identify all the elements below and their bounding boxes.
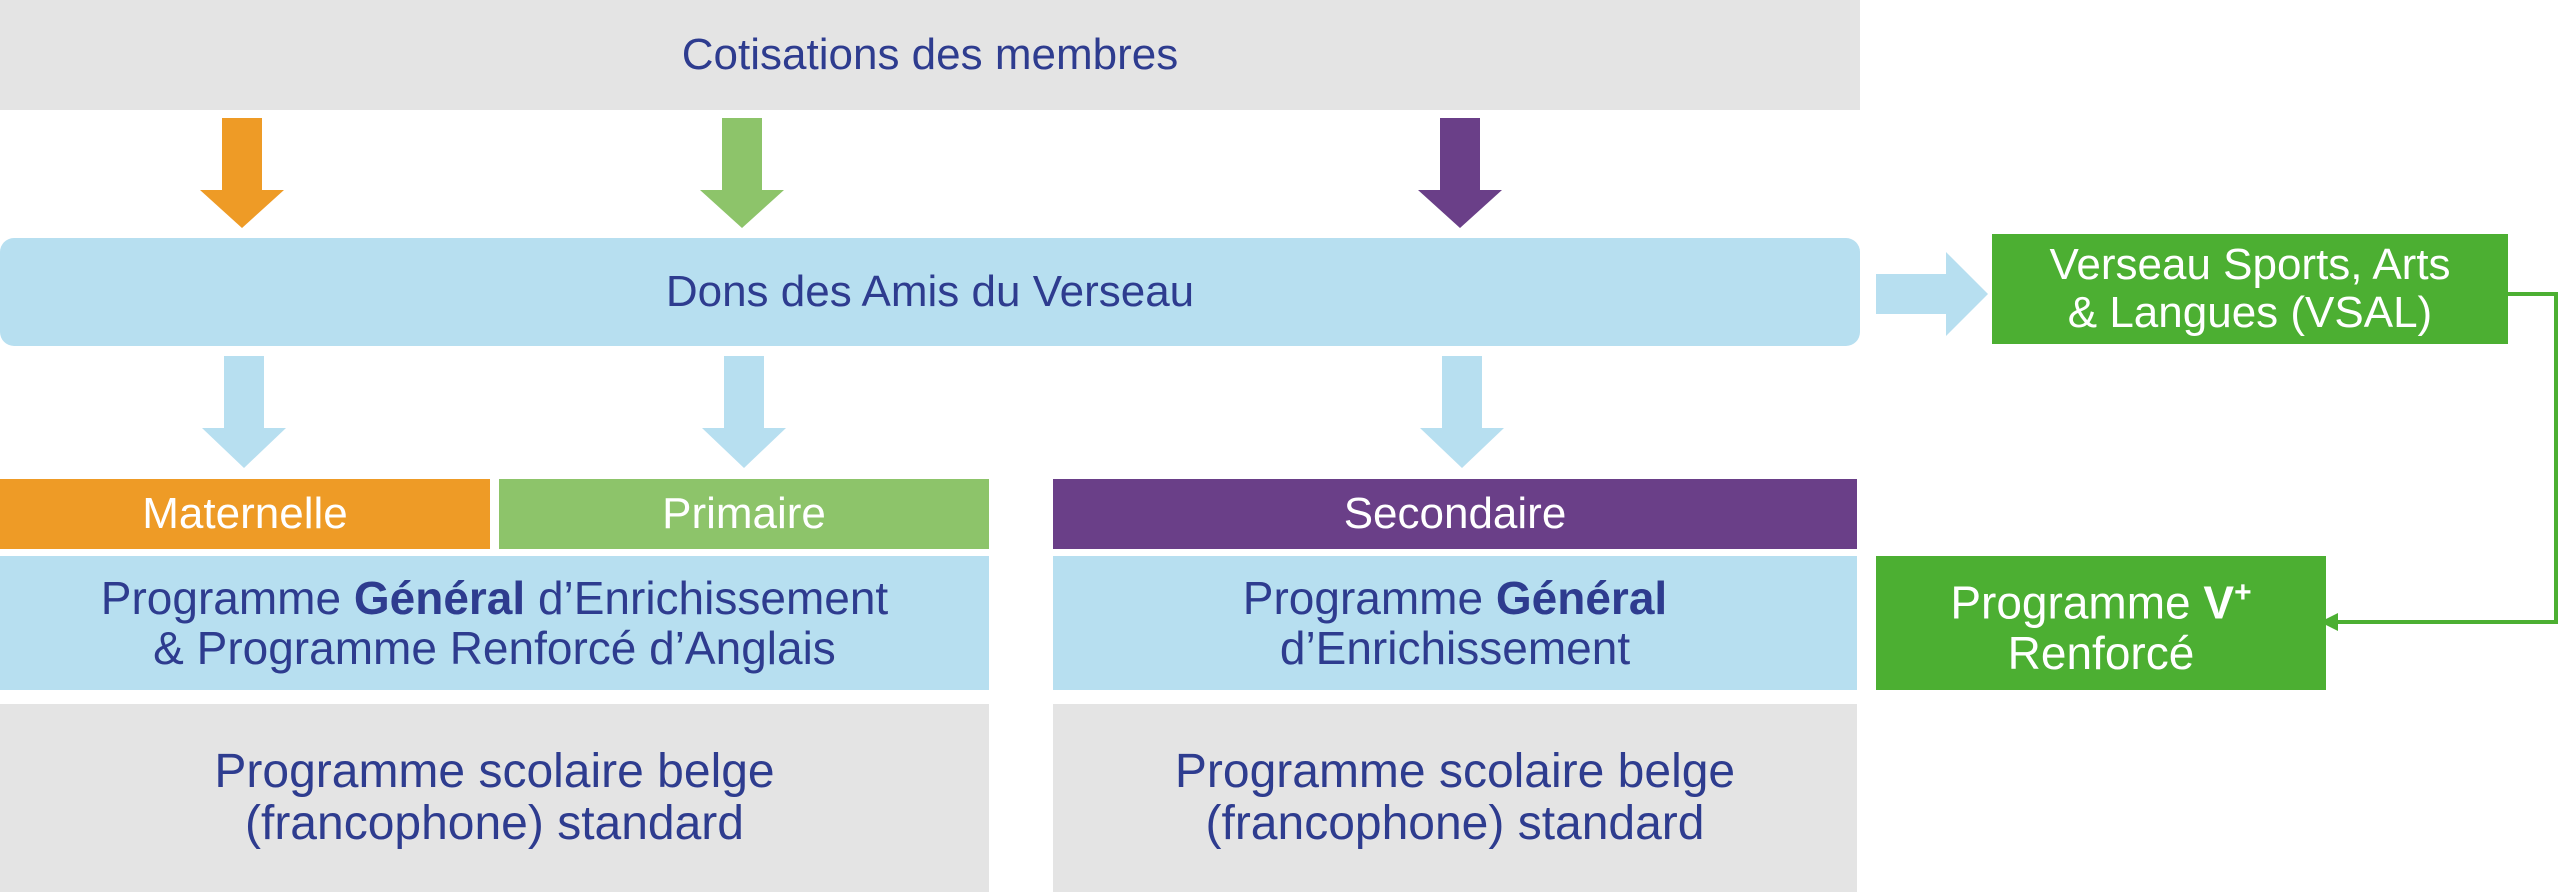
friends-donations-label: Dons des Amis du Verseau xyxy=(665,267,1195,316)
standard-program-left: Programme scolaire belge (francophone) s… xyxy=(0,704,989,892)
vsal-to-vplus-connector xyxy=(2320,292,2558,631)
friends-donations-box: Dons des Amis du Verseau xyxy=(0,238,1860,346)
vplus-program-box: Programme V+ Renforcé xyxy=(1876,556,2326,690)
standard-right-line-2: (francophone) standard xyxy=(1205,797,1705,850)
enrichment-program-left: Programme Général d’Enrichissement & Pro… xyxy=(0,556,989,690)
member-contributions-box: Cotisations des membres xyxy=(0,0,1860,110)
vsal-line-2: & Langues (VSAL) xyxy=(2067,288,2433,337)
primaire-header: Primaire xyxy=(499,479,989,549)
maternelle-label: Maternelle xyxy=(142,489,348,538)
enrichment-left-line-1: Programme Général d’Enrichissement xyxy=(100,572,889,624)
maternelle-header: Maternelle xyxy=(0,479,490,549)
vplus-line-2: Renforcé xyxy=(2007,626,2195,679)
arrow-down-light-blue-icon xyxy=(702,356,786,468)
arrow-down-green-icon xyxy=(700,118,784,228)
enrichment-right-line-1: Programme Général xyxy=(1242,572,1668,624)
secondaire-label: Secondaire xyxy=(1343,489,1567,538)
arrow-down-purple-icon xyxy=(1418,118,1502,228)
arrow-down-light-blue-icon xyxy=(202,356,286,468)
standard-program-right: Programme scolaire belge (francophone) s… xyxy=(1053,704,1857,892)
standard-right-line-1: Programme scolaire belge xyxy=(1174,745,1736,798)
arrow-right-light-blue-icon xyxy=(1876,252,1988,336)
vsal-box: Verseau Sports, Arts & Langues (VSAL) xyxy=(1992,234,2508,344)
arrow-down-orange-icon xyxy=(200,118,284,228)
vplus-line-1: Programme V+ xyxy=(1950,576,2252,629)
member-contributions-label: Cotisations des membres xyxy=(681,30,1179,79)
primaire-label: Primaire xyxy=(662,489,826,538)
standard-left-line-2: (francophone) standard xyxy=(245,797,744,850)
standard-left-line-1: Programme scolaire belge xyxy=(214,745,775,798)
arrow-down-light-blue-icon xyxy=(1420,356,1504,468)
enrichment-left-line-2: & Programme Renforcé d’Anglais xyxy=(153,622,836,674)
enrichment-program-right: Programme Général d’Enrichissement xyxy=(1053,556,1857,690)
secondaire-header: Secondaire xyxy=(1053,479,1857,549)
vsal-line-1: Verseau Sports, Arts xyxy=(2049,240,2451,289)
enrichment-right-line-2: d’Enrichissement xyxy=(1279,622,1631,674)
